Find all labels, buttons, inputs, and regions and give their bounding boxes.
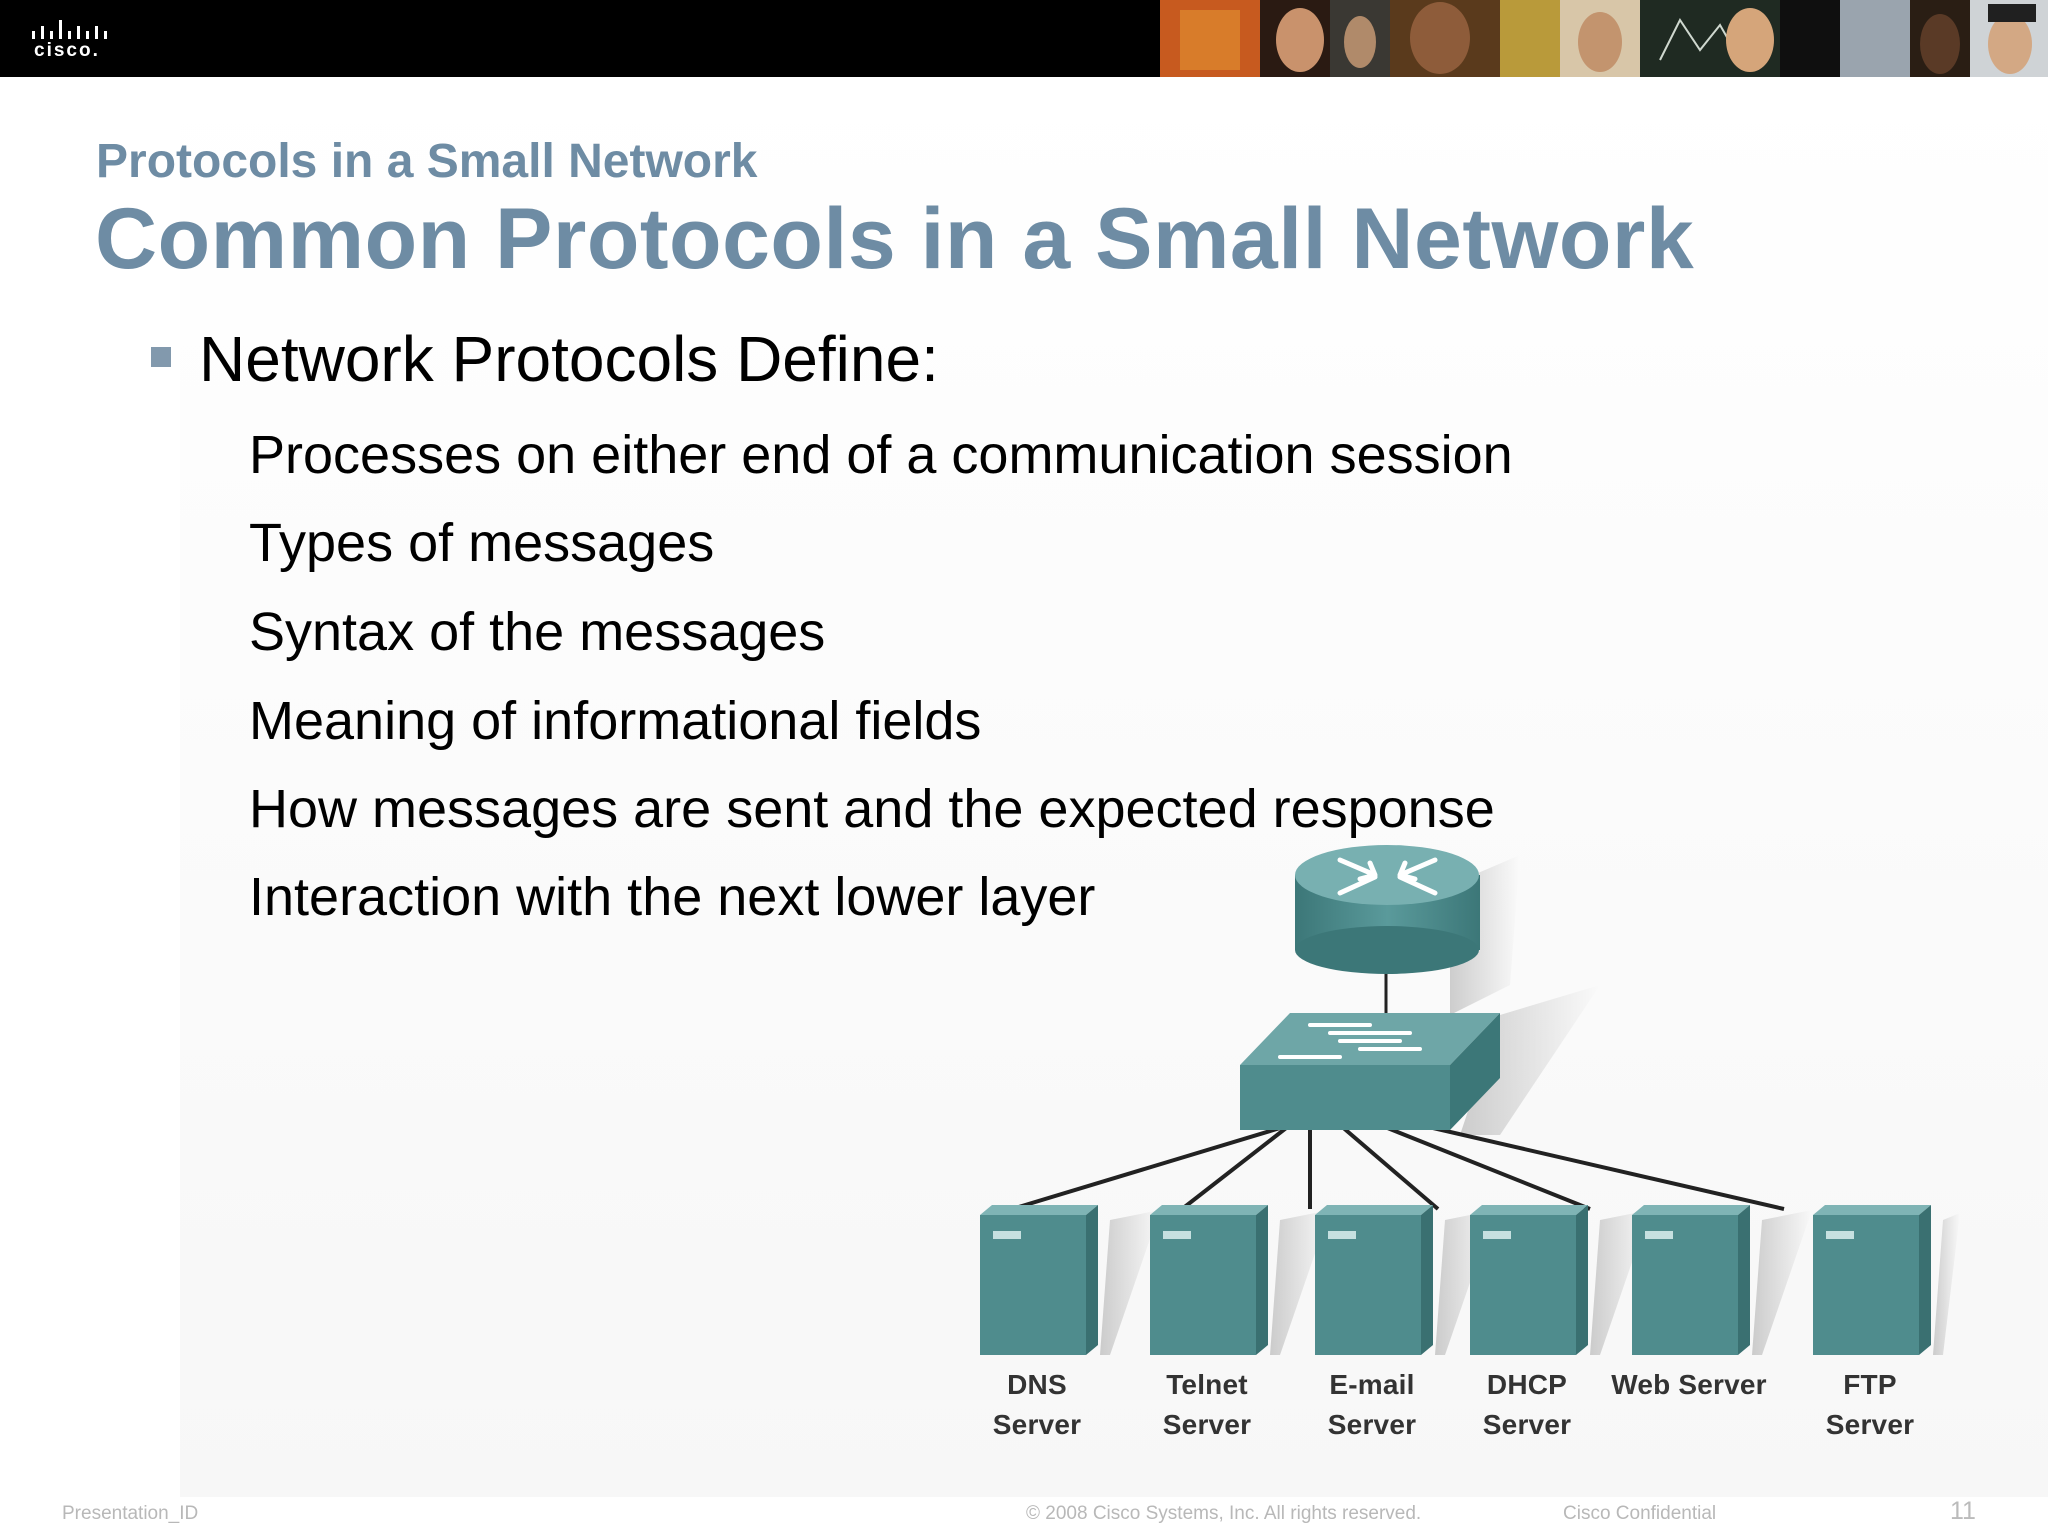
sub-item: Processes on either end of a communicati… bbox=[249, 425, 1513, 485]
footer-presentation-id: Presentation_ID bbox=[62, 1503, 199, 1524]
bullet-square-icon bbox=[151, 347, 171, 367]
network-diagram-graphic bbox=[980, 845, 1960, 1355]
server-dhcp-icon bbox=[1470, 1205, 1650, 1355]
sub-item: Interaction with the next lower layer bbox=[249, 867, 1096, 927]
link-dhcp bbox=[1338, 1123, 1440, 1211]
server-ftp-icon bbox=[1813, 1205, 1960, 1355]
server-email-icon bbox=[1315, 1205, 1495, 1355]
link-dns bbox=[1011, 1123, 1291, 1211]
sub-item: How messages are sent and the expected r… bbox=[249, 779, 1495, 839]
footer-copyright: © 2008 Cisco Systems, Inc. All rights re… bbox=[1026, 1503, 1422, 1524]
footer-confidential: Cisco Confidential bbox=[1563, 1503, 1717, 1524]
link-ftp bbox=[1419, 1123, 1785, 1211]
page-number: 11 bbox=[1950, 1497, 1976, 1525]
cisco-logo-icon bbox=[32, 20, 107, 39]
bullet-main-text: Network Protocols Define: bbox=[199, 323, 939, 395]
router-icon bbox=[1295, 845, 1520, 1015]
link-telnet bbox=[1180, 1123, 1292, 1211]
sub-item: Meaning of informational fields bbox=[249, 691, 982, 751]
server-web-icon bbox=[1632, 1205, 1812, 1355]
banner-photo-strip bbox=[1160, 0, 2048, 77]
server-dns-icon bbox=[980, 1205, 1160, 1355]
top-banner: cisco. bbox=[0, 0, 2048, 77]
sub-item: Types of messages bbox=[249, 513, 715, 573]
cisco-logo-text: cisco. bbox=[34, 40, 100, 61]
sub-item: Syntax of the messages bbox=[249, 602, 826, 662]
slide-title: Common Protocols in a Small Network bbox=[95, 191, 1695, 287]
server-telnet-icon bbox=[1150, 1205, 1330, 1355]
switch-icon bbox=[1240, 985, 1600, 1135]
slide-subtitle: Protocols in a Small Network bbox=[96, 135, 758, 188]
server-label-web: Web Server bbox=[1611, 1369, 1767, 1400]
link-web bbox=[1379, 1123, 1591, 1211]
